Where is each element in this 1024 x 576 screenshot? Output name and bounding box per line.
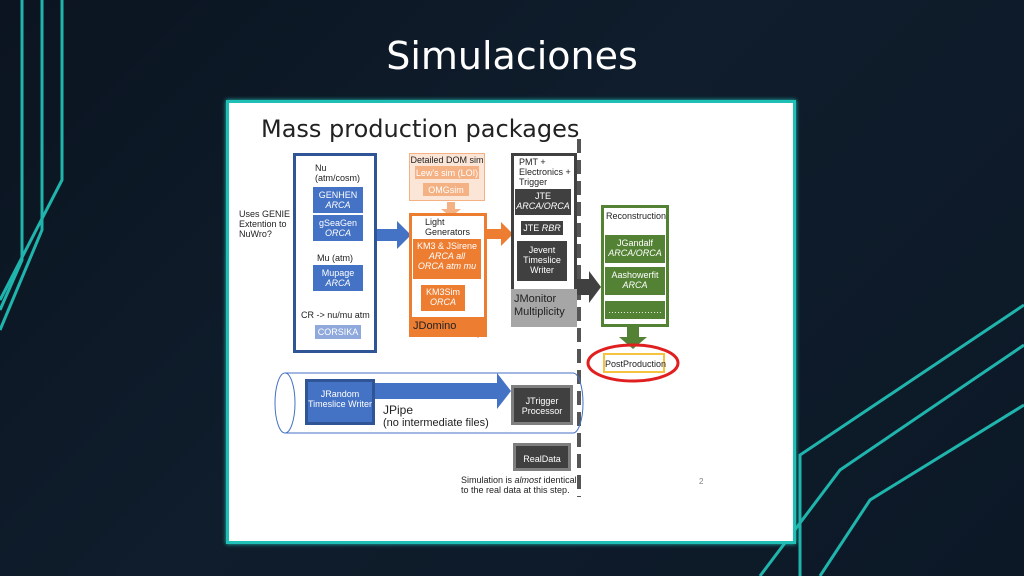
note-text-line2: to the real data at this step. (461, 485, 570, 495)
jgandalf-name: JGandalf (616, 238, 654, 248)
aashowerfit-name: Aashowerfit (611, 270, 659, 280)
jgandalf-sub: ARCA/ORCA (608, 248, 662, 258)
note-text-a: Simulation is (461, 475, 515, 485)
mupage-name: Mupage (321, 268, 355, 278)
genhen-box: GENHEN ARCA (313, 187, 363, 213)
jte-sub: ARCA/ORCA (516, 201, 570, 211)
generators-panel (293, 153, 377, 353)
jdomino-footer (409, 317, 487, 337)
km3-jsirene-sub1: ARCA all (428, 251, 466, 261)
page-number: 2 (699, 477, 704, 486)
note-text-c: identical (541, 475, 577, 485)
slide-heading: Mass production packages (261, 115, 580, 143)
corsika-box: CORSIKA (315, 325, 361, 339)
km3-jsirene-sub2: ORCA atm mu (417, 261, 477, 271)
lews-sim-box: Lew's sim (LOI) (415, 166, 479, 179)
gseagen-sub: ORCA (324, 228, 351, 238)
simulation-note: Simulation is almost identical to the re… (461, 475, 621, 495)
jmonitor-label: JMonitor Multiplicity (514, 293, 565, 318)
gseagen-box: gSeaGen ORCA (313, 215, 363, 241)
km3-jsirene-name: KM3 & JSirene (416, 241, 478, 251)
page-title: Simulaciones (386, 34, 638, 78)
genie-note: Uses GENIE Extention to NuWro? (239, 209, 291, 239)
cr-label: CR -> nu/mu atm (301, 310, 370, 320)
genhen-sub: ARCA (325, 200, 351, 210)
aashowerfit-sub: ARCA (622, 280, 648, 290)
jte-rbr-sub: RBR (541, 223, 561, 233)
mu-label: Mu (atm) (317, 253, 353, 263)
jtrigger-processor-box: JTrigger Processor (511, 385, 573, 425)
jpipe-label: JPipe (383, 403, 414, 417)
aashowerfit-box: Aashowerfit ARCA (605, 267, 665, 295)
reco-label: Reconstruction (606, 211, 667, 221)
km3sim-sub: ORCA (429, 297, 456, 307)
mupage-sub: ARCA (325, 278, 351, 288)
genhen-name: GENHEN (318, 190, 358, 200)
pmt-label: PMT + Electronics + Trigger (519, 157, 571, 187)
jrandom-writer-box: JRandom Timeslice Writer (305, 379, 375, 425)
realdata-box: RealData (513, 443, 571, 471)
jdomino-label: JDomino (413, 320, 457, 332)
mupage-box: Mupage ARCA (313, 265, 363, 291)
omgsim-box: OMGsim (423, 183, 469, 196)
light-label: Light Generators (425, 217, 471, 237)
jgandalf-box: JGandalf ARCA/ORCA (605, 235, 665, 263)
km3sim-box: KM3Sim ORCA (421, 285, 465, 311)
nu-label: Nu (atm/cosm) (315, 163, 360, 183)
jte-rbr-name: JTE (523, 223, 540, 233)
note-text-b: almost (514, 475, 542, 485)
jevent-box: Jevent Timeslice Writer (517, 241, 567, 281)
jmonitor-footer (511, 289, 577, 327)
jte-rbr-box: JTE RBR (521, 221, 563, 235)
km3sim-name: KM3Sim (425, 287, 460, 297)
jpipe-sublabel: (no intermediate files) (383, 417, 489, 429)
gseagen-name: gSeaGen (318, 218, 358, 228)
slide-frame: Mass production packages Uses GENIE Exte… (226, 100, 796, 544)
jte-box: JTE ARCA/ORCA (515, 189, 571, 215)
jte-name: JTE (534, 191, 551, 201)
km3-jsirene-box: KM3 & JSirene ARCA all ORCA atm mu (413, 239, 481, 279)
dom-sim-label: Detailed DOM sim (410, 155, 484, 165)
postproduction-box: PostProduction (603, 353, 666, 373)
reco-more-box: ……………… (605, 301, 665, 319)
